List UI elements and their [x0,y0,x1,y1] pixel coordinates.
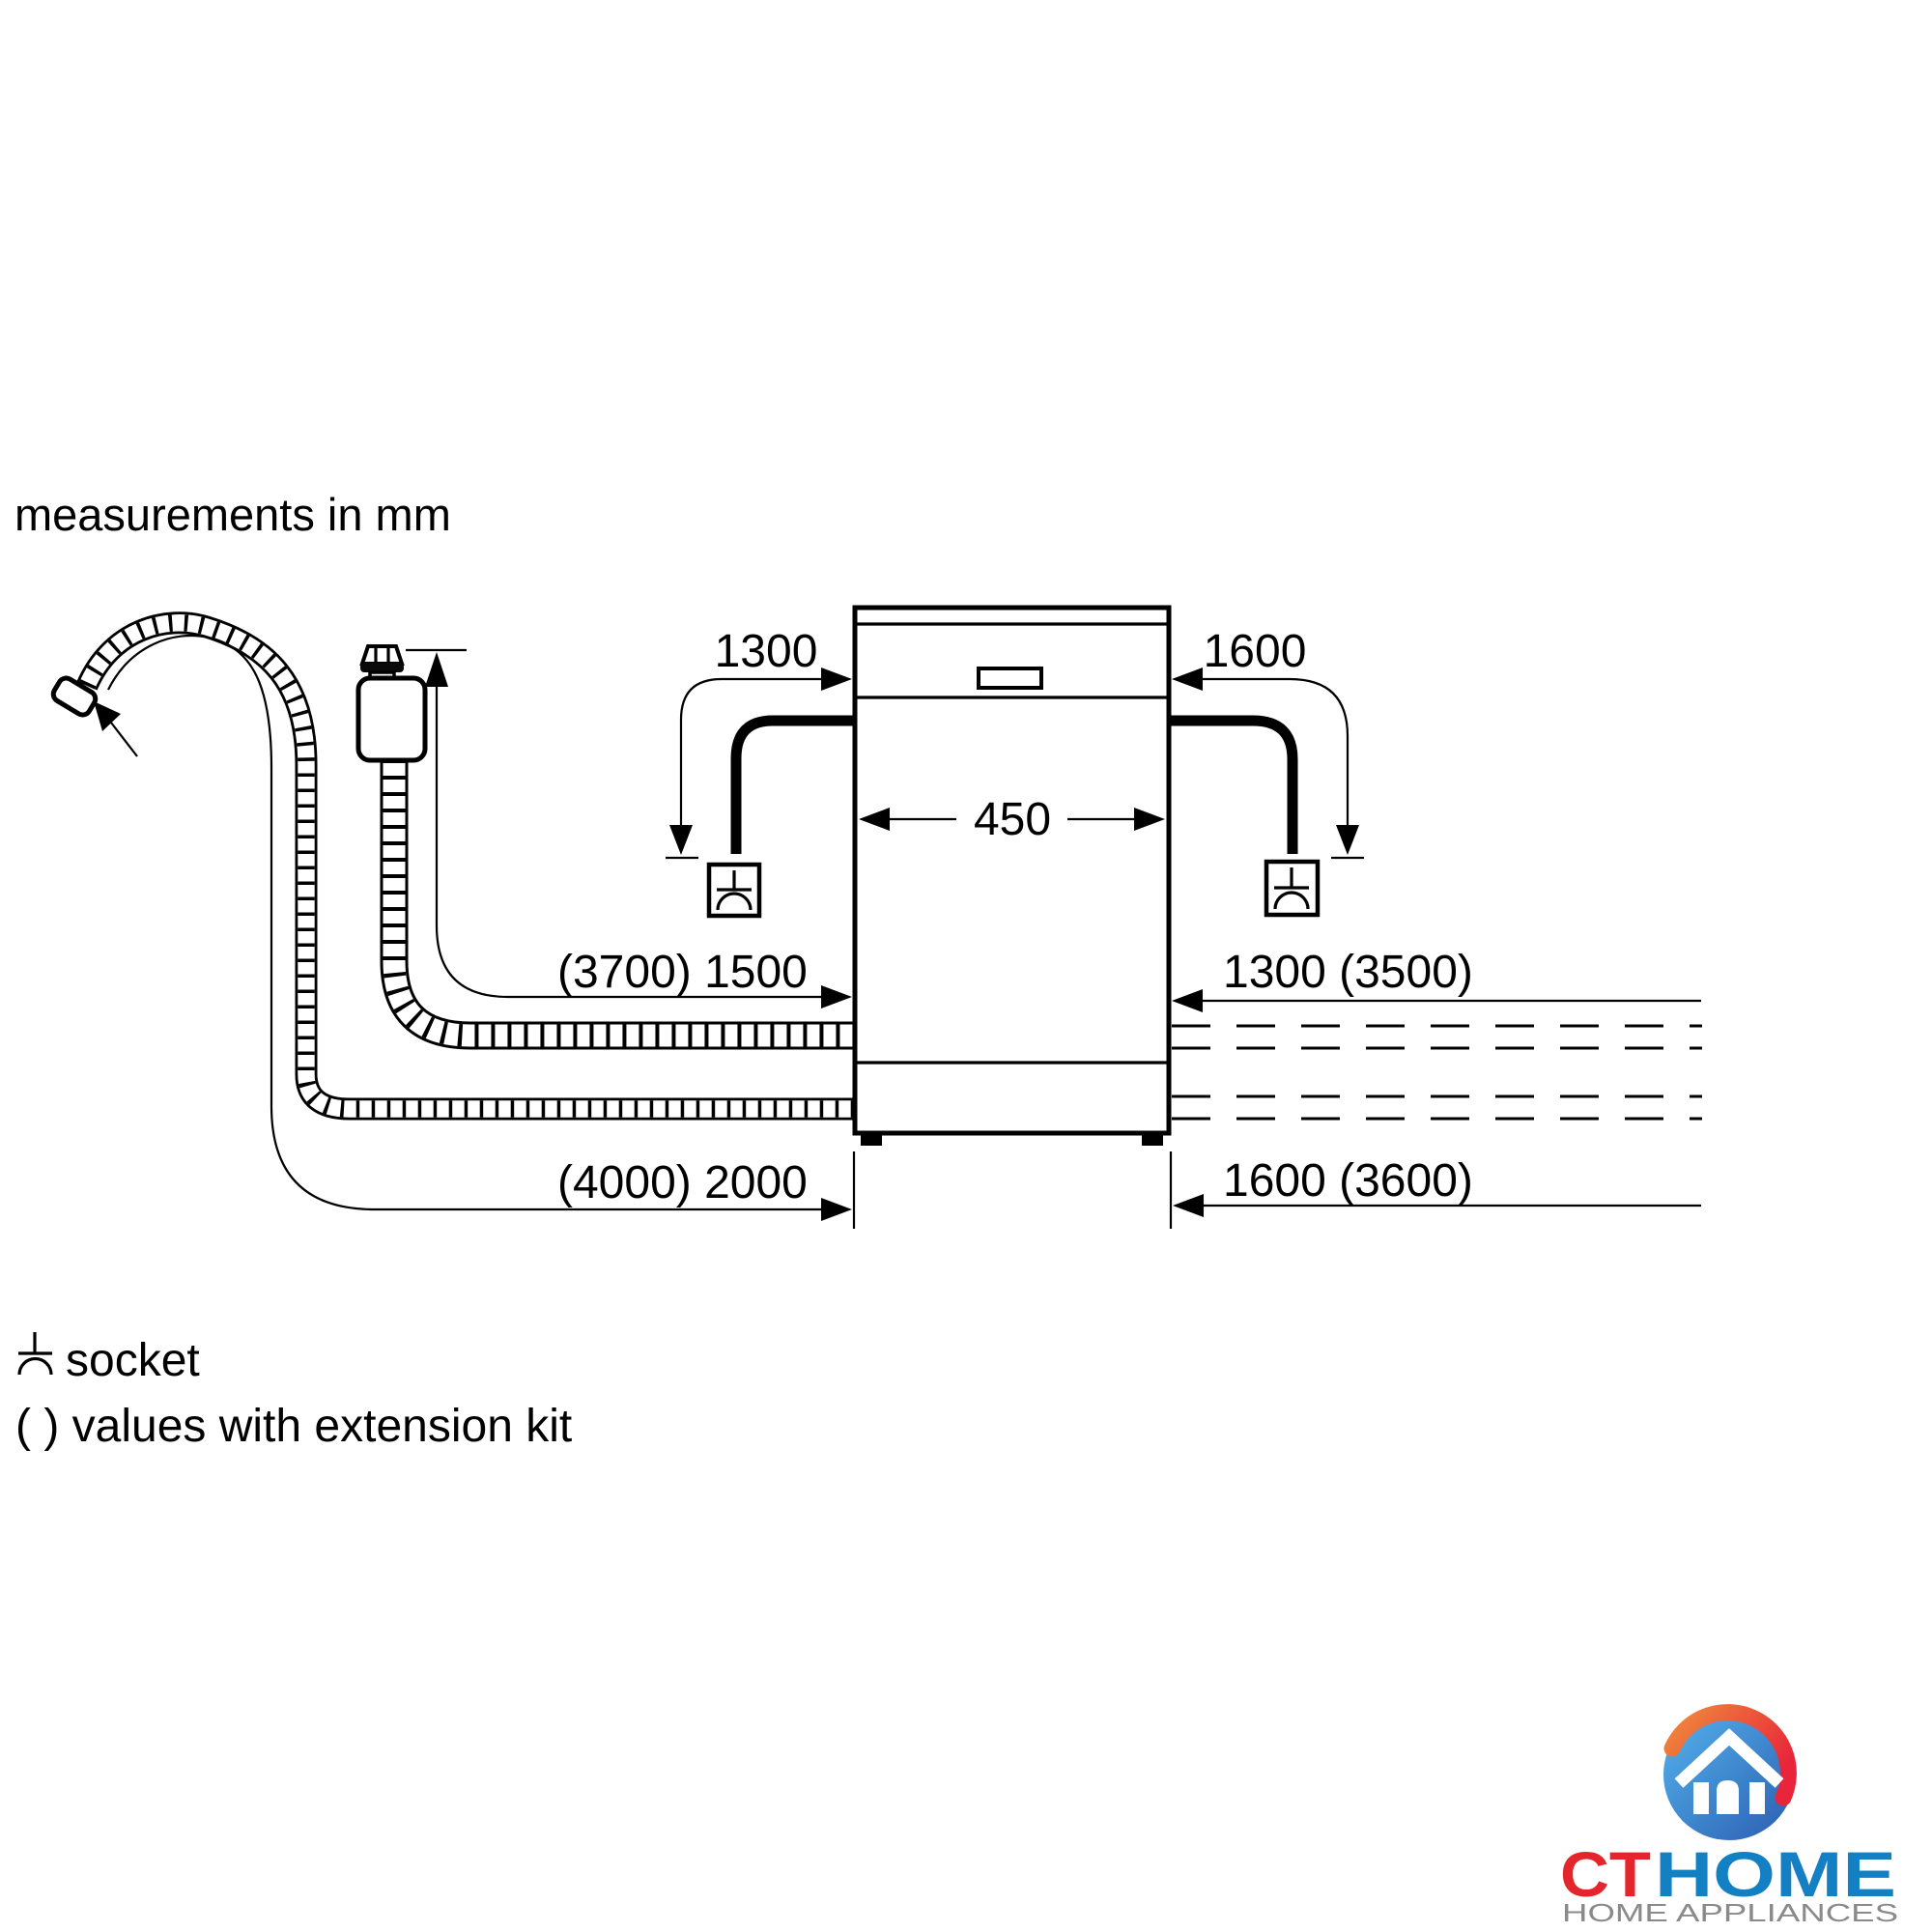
legend-socket-label: socket [66,1335,200,1386]
dim-cord-right-label: 1600 [1204,626,1307,677]
brand-home: HOME [1655,1838,1896,1910]
socket-left-icon [716,870,753,911]
power-cord-right [1162,715,1298,854]
power-cord-left [730,715,862,854]
dim-cord-right: 1600 [1172,626,1364,860]
door-handle [977,667,1043,690]
dim-drain-hose-left: (4000) 2000 [107,634,852,1221]
dim-supply-hose-left: (3700) 1500 [406,648,852,1009]
brand-wordmark: CT HOME [1560,1838,1896,1910]
socket-icon [17,1332,53,1376]
dim-supply-right-label: 1300 (3500) [1223,947,1473,998]
legend-extension-label: ( ) values with extension kit [15,1401,572,1452]
appliance-foot-right [1142,1133,1163,1146]
hose-continuation-dashes [1172,1024,1702,1121]
dim-supply-left-label: (3700) 1500 [557,947,808,998]
logo-swoosh [1663,1704,1797,1806]
legend: socket ( ) values with extension kit [15,1332,572,1452]
socket-right-icon [1273,867,1310,910]
globe-icon [1663,1704,1797,1840]
dim-cord-left-label: 1300 [715,626,818,677]
dim-drain-left-label: (4000) 2000 [557,1157,808,1208]
dishwasher-front [852,605,1172,1146]
drain-end-arrow-icon [94,701,138,757]
tap-connector-nut-icon [359,644,405,666]
logo-house-icon [1674,1728,1784,1814]
drain-hose-end-cap-icon [50,675,99,718]
measurements-note: measurements in mm [14,489,451,540]
appliance-foot-left [861,1133,882,1146]
brand-logo: CT HOME HOME APPLIANCES [1560,1704,1898,1927]
brand-tagline: HOME APPLIANCES [1562,1898,1898,1927]
socket-left [706,862,762,919]
brand-ct: CT [1560,1838,1651,1910]
dim-appliance-width: 450 [859,794,1165,845]
socket-right [1264,859,1321,918]
dim-width-label: 450 [974,794,1051,845]
dim-cord-left: 1300 [666,626,852,860]
drain-hose [50,623,862,1109]
dim-drain-hose-right: 1600 (3600) [1173,1155,1701,1217]
dim-drain-right-label: 1600 (3600) [1223,1155,1473,1207]
aquastop-valve [355,644,428,763]
connector-gasket [360,663,404,672]
aquastop-box [355,675,428,763]
dim-supply-hose-right: 1300 (3500) [1172,947,1701,1012]
